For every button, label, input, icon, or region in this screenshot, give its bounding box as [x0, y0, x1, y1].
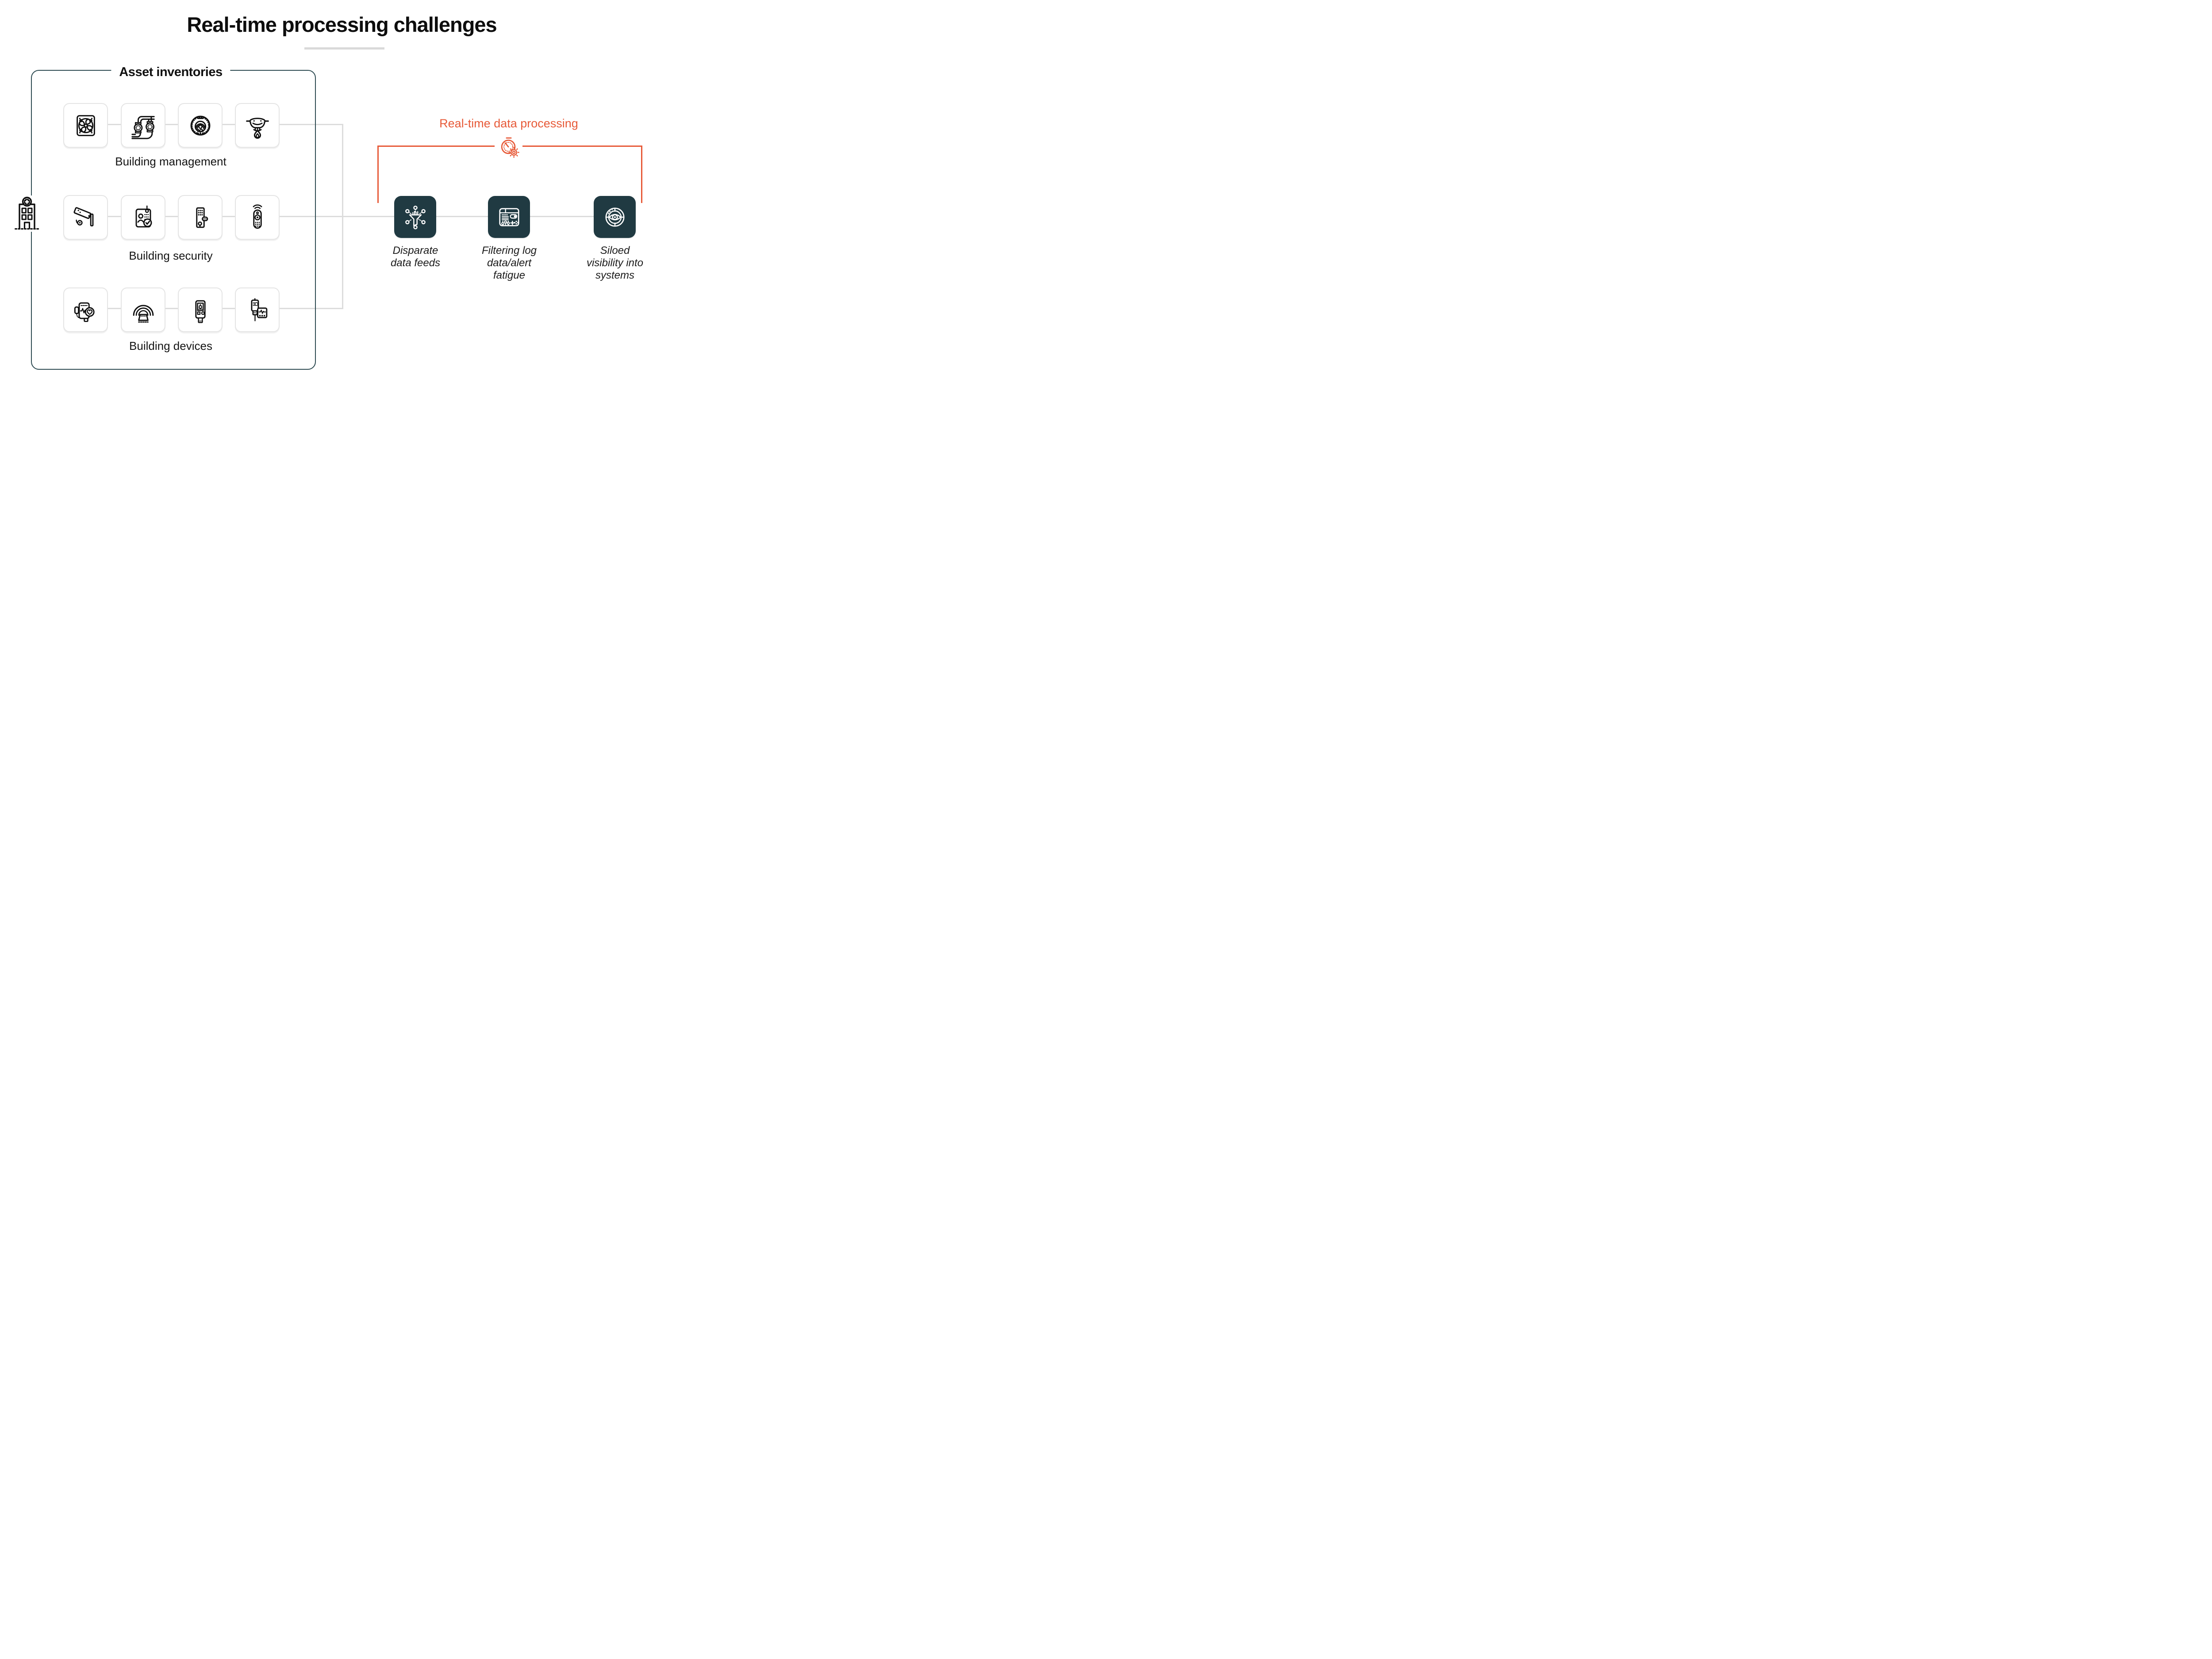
cctv-icon [73, 207, 93, 226]
target-eye-icon [605, 207, 625, 227]
asset-panel-title: Asset inventories [111, 65, 230, 80]
asset-card [178, 103, 223, 148]
connector [106, 124, 121, 125]
challenge-tile [488, 196, 530, 238]
connector [163, 308, 178, 309]
timer-gear-icon [497, 135, 520, 158]
id-badge-icon [135, 205, 152, 227]
connector [221, 308, 235, 309]
glucose-meter-icon [195, 300, 206, 323]
door-lock-icon [196, 207, 208, 228]
asset-card [178, 287, 223, 332]
processing-bracket [522, 146, 642, 147]
connector [278, 124, 343, 125]
challenge-label: Disparate data feeds [390, 245, 441, 269]
asset-card [235, 103, 280, 148]
fitness-tracker-icon [74, 302, 95, 322]
processing-label: Real-time data processing [439, 117, 578, 130]
connector [163, 216, 178, 217]
asset-card [121, 195, 165, 240]
asset-card [121, 103, 165, 148]
group-caption: Building security [129, 249, 213, 262]
asset-card [235, 195, 280, 240]
water-meter-icon [190, 115, 210, 135]
connector [163, 124, 178, 125]
pipes-icon [131, 115, 155, 139]
title-divider [304, 47, 384, 50]
hospital-building-icon [14, 195, 40, 232]
challenge-label: Filtering log data/alert fatigue [481, 245, 537, 281]
asset-card [121, 287, 165, 332]
connector [221, 124, 235, 125]
asset-card [63, 195, 108, 240]
log-filter-icon [499, 207, 519, 226]
processing-bracket [641, 146, 642, 203]
group-caption: Building devices [129, 339, 212, 352]
asset-card [178, 195, 223, 240]
connector [530, 216, 594, 217]
connector [106, 308, 121, 309]
smoke-detector-icon [246, 117, 269, 139]
connector [278, 308, 343, 309]
infusion-pump-icon [250, 298, 267, 321]
body-scanner-icon [133, 304, 154, 322]
group-caption: Building management [115, 155, 227, 168]
connector [436, 216, 488, 217]
fan-icon [76, 115, 95, 136]
processing-bracket [377, 146, 379, 203]
connector [106, 216, 121, 217]
remote-icon [253, 204, 262, 229]
infographic-canvas: Real-time processing challenges Asset in… [0, 0, 684, 384]
connector-collector [342, 124, 343, 309]
connector [278, 216, 394, 217]
processing-bracket [377, 146, 495, 147]
challenge-tile [594, 196, 636, 238]
challenge-label: Siloed visibility into systems [586, 245, 644, 281]
connector [221, 216, 235, 217]
page-title: Real-time processing challenges [187, 13, 497, 36]
funnel-network-icon [405, 205, 426, 230]
challenge-tile [394, 196, 436, 238]
asset-card [63, 103, 108, 148]
asset-card [235, 287, 280, 332]
asset-card [63, 287, 108, 332]
